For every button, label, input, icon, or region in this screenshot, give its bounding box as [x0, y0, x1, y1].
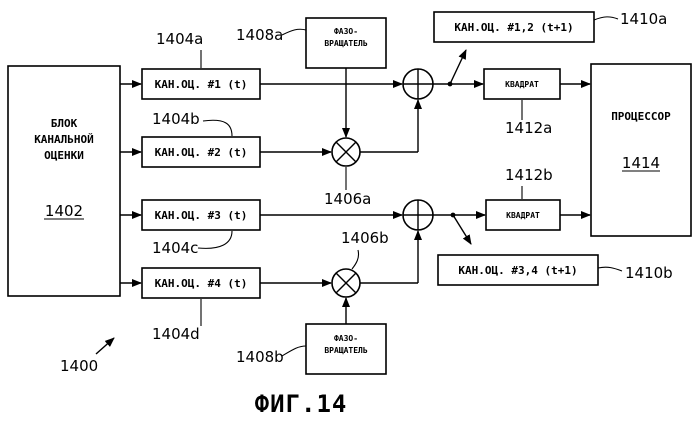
- ref-1406a: 1406a: [324, 190, 371, 208]
- ref-1404a: 1404a: [156, 30, 203, 48]
- ref-1400: 1400: [60, 357, 98, 375]
- multiplier-a: [332, 138, 360, 166]
- output-box-b: КАН.ОЦ. #3,4 (t+1): [438, 255, 598, 285]
- squarer-a: КВАДРАТ: [484, 69, 560, 99]
- estimate-label-2: КАН.ОЦ. #2 (t): [155, 146, 248, 159]
- ref-1410b: 1410b: [625, 264, 673, 282]
- phase-rotator-a-line1: ФАЗО-: [334, 27, 358, 36]
- output-label-b: КАН.ОЦ. #3,4 (t+1): [458, 264, 577, 277]
- block-title-line1: БЛОК: [51, 117, 78, 130]
- ref-1406b: 1406b: [341, 229, 389, 247]
- output-label-a: КАН.ОЦ. #1,2 (t+1): [454, 21, 573, 34]
- multiplier-b: [332, 269, 360, 297]
- estimate-label-1: КАН.ОЦ. #1 (t): [155, 78, 248, 91]
- phase-rotator-b: ФАЗО- ВРАЩАТЕЛЬ: [306, 324, 386, 374]
- output-box-a: КАН.ОЦ. #1,2 (t+1): [434, 12, 594, 42]
- figure-caption: ФИГ.14: [255, 390, 348, 418]
- estimate-label-4: КАН.ОЦ. #4 (t): [155, 277, 248, 290]
- ref-1410a: 1410a: [620, 10, 667, 28]
- processor-ref: 1414: [622, 154, 660, 172]
- ref-1404d: 1404d: [152, 325, 200, 343]
- phase-rotator-a: ФАЗО- ВРАЩАТЕЛЬ: [306, 18, 386, 68]
- phase-rotator-b-line1: ФАЗО-: [334, 334, 358, 343]
- adder-b: [403, 200, 433, 230]
- block-ref-1402: 1402: [45, 202, 83, 220]
- estimate-box-2: КАН.ОЦ. #2 (t): [142, 137, 260, 167]
- processor-label: ПРОЦЕССОР: [611, 110, 671, 123]
- squarer-label-a: КВАДРАТ: [505, 80, 539, 89]
- ref-1404c: 1404c: [152, 239, 198, 257]
- estimate-box-4: КАН.ОЦ. #4 (t): [142, 268, 260, 298]
- estimate-box-1: КАН.ОЦ. #1 (t): [142, 69, 260, 99]
- ref-1412a: 1412a: [505, 119, 552, 137]
- block-title-line2: КАНАЛЬНОЙ: [34, 133, 94, 146]
- ref-1408a: 1408a: [236, 26, 283, 44]
- ref-1412b: 1412b: [505, 166, 553, 184]
- block-title-line3: ОЦЕНКИ: [44, 149, 84, 162]
- phase-rotator-b-line2: ВРАЩАТЕЛЬ: [324, 346, 368, 355]
- squarer-b: КВАДРАТ: [486, 200, 560, 230]
- processor-block: ПРОЦЕССОР 1414: [591, 64, 691, 236]
- estimate-box-3: КАН.ОЦ. #3 (t): [142, 200, 260, 230]
- ref-1404b: 1404b: [152, 110, 200, 128]
- squarer-label-b: КВАДРАТ: [506, 211, 540, 220]
- estimate-label-3: КАН.ОЦ. #3 (t): [155, 209, 248, 222]
- ref-1408b: 1408b: [236, 348, 284, 366]
- channel-estimation-block: БЛОК КАНАЛЬНОЙ ОЦЕНКИ 1402: [8, 66, 120, 296]
- adder-a: [403, 69, 433, 99]
- phase-rotator-a-line2: ВРАЩАТЕЛЬ: [324, 39, 368, 48]
